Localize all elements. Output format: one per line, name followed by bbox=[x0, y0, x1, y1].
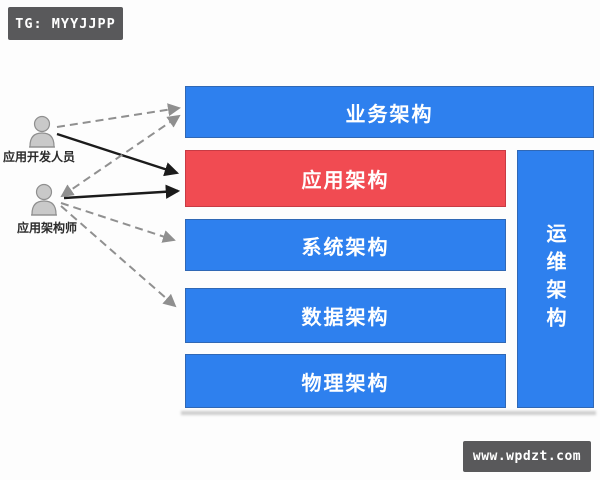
arrow-developer-to-business bbox=[56, 103, 181, 128]
layer-box-physical-architecture: 物理架构 bbox=[185, 354, 506, 408]
website-watermark-badge: www.wpdzt.com bbox=[463, 441, 591, 472]
architect-person-icon bbox=[31, 183, 57, 216]
developer-label: 应用开发人员 bbox=[2, 150, 75, 164]
developer-person-icon bbox=[29, 115, 55, 148]
arrow-architect-to-system bbox=[60, 202, 176, 243]
arrow-architect-to-application bbox=[63, 184, 181, 200]
layer-box-system-architecture: 系统架构 bbox=[185, 219, 506, 271]
layer-box-operations-architecture: 运维架构 bbox=[517, 150, 594, 408]
layer-box-business-architecture: 业务架构 bbox=[185, 86, 594, 138]
tg-watermark-badge: TG: MYYJJPP bbox=[8, 7, 123, 40]
layer-box-data-architecture: 数据架构 bbox=[185, 288, 506, 343]
layer-box-application-architecture: 应用架构 bbox=[185, 150, 506, 207]
diagram-drop-shadow bbox=[181, 411, 596, 415]
arrow-architect-to-business bbox=[60, 114, 181, 198]
architect-label: 应用架构师 bbox=[16, 221, 77, 235]
